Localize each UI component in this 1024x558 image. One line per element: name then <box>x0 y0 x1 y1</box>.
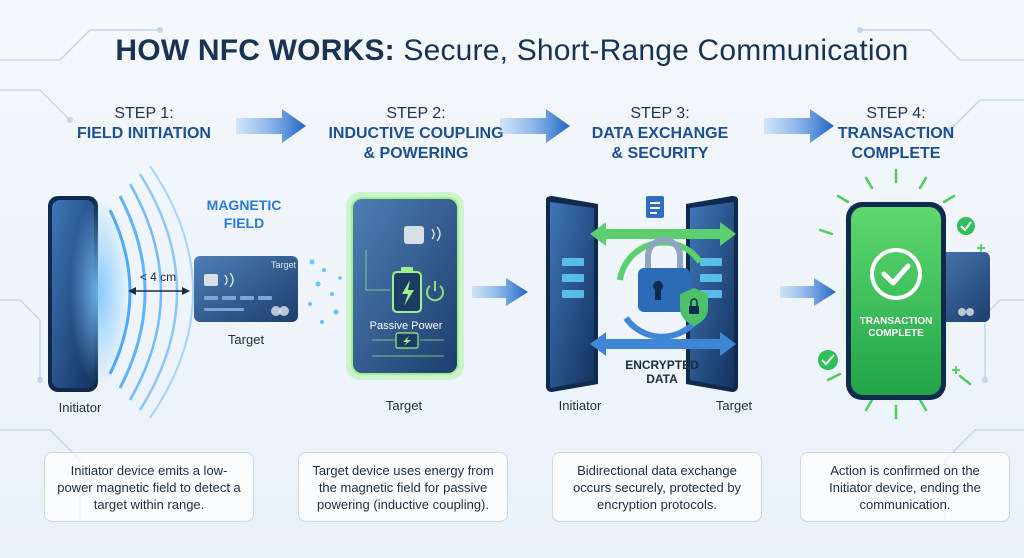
step-3-description: Bidirectional data exchange occurs secur… <box>552 452 762 522</box>
step-1-target-label: Target <box>227 332 265 347</box>
energy-dots <box>308 259 342 324</box>
document-icon <box>646 196 664 218</box>
title-rest: Secure, Short-Range Communication <box>394 34 909 67</box>
step-2-name: INDUCTIVE COUPLING <box>328 125 504 142</box>
sparkle-rays <box>818 168 972 420</box>
step-2-name-line2: & POWERING <box>363 145 469 162</box>
distance-label: < 4 cm <box>139 270 177 284</box>
check-circle-icon <box>870 248 922 300</box>
title-bold: HOW NFC WORKS: <box>115 34 395 67</box>
transaction-complete-screen-label: TRANSACTION COMPLETE <box>851 316 941 340</box>
step-4-description: Action is confirmed on the Initiator dev… <box>800 452 1010 522</box>
step-2-header: STEP 2: INDUCTIVE COUPLING & POWERING <box>316 104 516 164</box>
header-arrow-2 <box>500 109 570 143</box>
step-3-header: STEP 3: DATA EXCHANGE & SECURITY <box>560 104 760 164</box>
step-4-name: TRANSACTION <box>837 125 955 142</box>
header-arrow-3 <box>764 109 834 143</box>
step-3-name: DATA EXCHANGE <box>591 125 729 142</box>
page-title: HOW NFC WORKS: Secure, Short-Range Commu… <box>0 34 1024 68</box>
transaction-complete-line2: COMPLETE <box>868 328 924 339</box>
step-2-number: STEP 2: <box>386 105 446 122</box>
bolt-chip-icon <box>395 332 419 349</box>
step-3-name-line2: & SECURITY <box>611 145 709 162</box>
shield-icon <box>680 288 708 326</box>
card-tag-label: Target <box>270 260 296 270</box>
step-2-description: Target device uses energy from the magne… <box>298 452 508 522</box>
step-4-name-line2: COMPLETE <box>851 145 941 162</box>
step-1-number: STEP 1: <box>114 105 174 122</box>
encrypted-data-label: ENCRYPTED DATA <box>612 358 712 386</box>
header-arrow-1 <box>236 109 306 143</box>
distance-arrow <box>128 287 190 295</box>
step-1-initiator-label: Initiator <box>58 400 102 415</box>
magnetic-field-label-line1: MAGNETIC <box>206 197 282 213</box>
lock-icon <box>638 237 690 312</box>
check-badge-bottom-icon <box>818 350 838 370</box>
step-3-target-label: Target <box>715 398 753 413</box>
step-3-number: STEP 3: <box>630 105 690 122</box>
check-badge-top-icon <box>957 217 975 235</box>
step-2-target-label: Target <box>385 398 423 413</box>
bidirectional-arrow-bottom <box>590 332 736 356</box>
flow-arrow-2-3 <box>472 278 528 306</box>
passive-power-label: Passive Power <box>369 320 443 332</box>
step-3-initiator-label: Initiator <box>558 398 602 413</box>
transaction-complete-line1: TRANSACTION <box>859 316 933 327</box>
plus-sparkles <box>952 244 985 374</box>
magnetic-field-label-line2: FIELD <box>223 215 265 231</box>
step-4-number: STEP 4: <box>866 105 926 122</box>
flow-arrow-3-4 <box>780 278 836 306</box>
encrypted-data-line1: ENCRYPTED <box>625 358 699 372</box>
battery-icon <box>392 267 422 313</box>
target-card-1 <box>194 256 298 322</box>
power-icon <box>426 281 444 302</box>
magnetic-field-waves <box>70 165 194 419</box>
step-4-header: STEP 4: TRANSACTION COMPLETE <box>796 104 996 164</box>
step-1-header: STEP 1: FIELD INITIATION <box>44 104 244 144</box>
powered-target-card <box>346 192 464 380</box>
circuit-lines <box>365 250 444 357</box>
magnetic-field-label: MAGNETIC FIELD <box>196 196 292 232</box>
step-1-name: FIELD INITIATION <box>77 125 211 142</box>
confirmation-phone <box>846 202 946 400</box>
step-1-description: Initiator device emits a low-power magne… <box>44 452 254 522</box>
encrypted-data-line2: DATA <box>646 372 678 386</box>
bidirectional-arrow-top <box>590 222 736 246</box>
